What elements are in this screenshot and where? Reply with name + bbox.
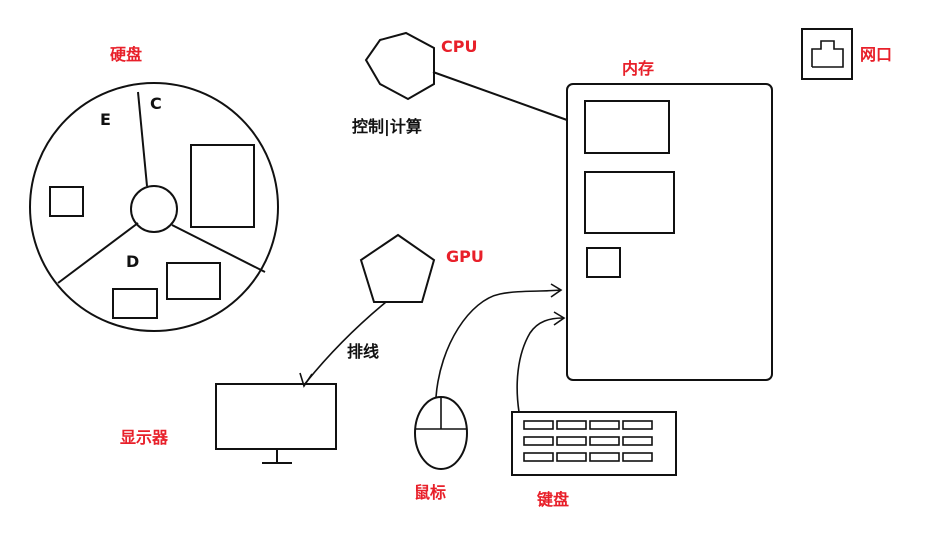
arrowhead	[553, 311, 566, 326]
gpu-label: GPU	[446, 247, 484, 266]
network-port-icon	[801, 28, 853, 80]
monitor-icon	[215, 383, 337, 464]
arrowhead	[299, 372, 313, 388]
keyboard-label: 键盘	[536, 490, 569, 509]
disk-file-block	[190, 144, 255, 228]
hard-disk	[29, 82, 279, 332]
disk-label: 硬盘	[110, 45, 142, 64]
disk-file-block	[166, 262, 221, 300]
mouse-memory-link	[435, 289, 561, 398]
keyboard-icon	[511, 411, 677, 476]
memory-label: 内存	[622, 59, 654, 78]
memory-block	[584, 171, 675, 234]
memory	[566, 83, 773, 381]
cable-label: 排线	[347, 342, 379, 361]
cpu-memory-bus	[432, 71, 568, 121]
mouse-label: 鼠标	[414, 483, 446, 502]
cpu-label: CPU	[441, 37, 477, 56]
arrowhead	[550, 283, 563, 298]
gpu-pentagon-icon	[359, 233, 436, 303]
keyboard-memory-link	[516, 317, 564, 413]
network-port-label: 网口	[860, 45, 892, 64]
memory-block	[586, 247, 621, 278]
cpu-hexagon-icon	[364, 31, 435, 101]
disk-file-block	[112, 288, 158, 319]
memory-block	[584, 100, 670, 154]
disk-file-block	[49, 186, 84, 217]
cpu-function-label: 控制|计算	[352, 117, 422, 137]
partition-d-label: D	[126, 252, 139, 271]
partition-c-label: C	[150, 94, 162, 113]
monitor-label: 显示器	[120, 428, 169, 447]
partition-e-label: E	[100, 110, 111, 129]
mouse-icon	[414, 396, 468, 470]
